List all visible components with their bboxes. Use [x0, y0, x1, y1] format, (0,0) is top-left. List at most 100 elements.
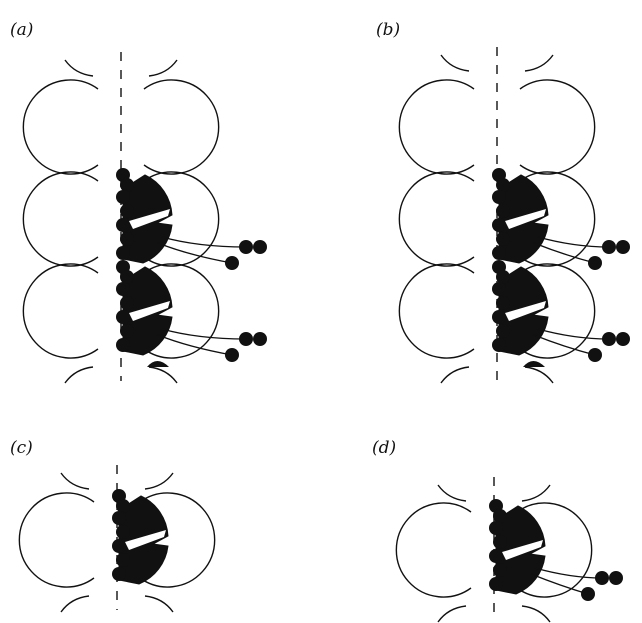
right-subunit-outline [143, 171, 220, 267]
density-cleft [129, 209, 170, 229]
panel-d-label: (d) [372, 438, 397, 458]
bead [116, 338, 130, 352]
panel-d [395, 477, 623, 623]
top-right-hook [524, 54, 554, 72]
fragment-bead [581, 587, 595, 601]
bead [492, 282, 506, 296]
fragment-bead [239, 332, 253, 346]
left-subunit-outline [22, 171, 99, 267]
bottom-left-hook [440, 366, 470, 384]
right-subunit-outline [143, 79, 220, 175]
bead [496, 324, 510, 338]
bead [493, 535, 507, 549]
fragment-bead [239, 240, 253, 254]
fragment-bead [609, 571, 623, 585]
top-left-hook [440, 54, 470, 72]
left-subunit-outline [398, 79, 475, 175]
density-cleft [502, 540, 543, 560]
bead [492, 310, 506, 324]
bead [496, 296, 510, 310]
right-subunit-outline [516, 502, 593, 598]
fragment-bead [595, 571, 609, 585]
density-cleft [505, 209, 546, 229]
panel-c [18, 465, 216, 613]
bottom-right-hook [521, 605, 551, 623]
panel-b-label: (b) [376, 20, 401, 40]
bead [489, 521, 503, 535]
bead [120, 270, 134, 284]
bead [496, 204, 510, 218]
bottom-right-hook [148, 366, 178, 384]
tether [534, 567, 603, 579]
bead [120, 204, 134, 218]
fragment-bead [588, 256, 602, 270]
fragment-bead [225, 348, 239, 362]
bead [116, 190, 130, 204]
bead [496, 232, 510, 246]
fragment-bead [225, 256, 239, 270]
right-subunit-outline [519, 263, 596, 359]
top-right-hook [144, 472, 174, 490]
bead [112, 539, 126, 553]
tether [161, 236, 247, 248]
tether [157, 242, 233, 264]
bead [116, 246, 130, 260]
fragment-bead [602, 240, 616, 254]
bead [120, 324, 134, 338]
panel-a-label: (a) [10, 20, 34, 40]
top-left-hook [437, 484, 467, 502]
terminal-wedge [523, 361, 545, 367]
bead [493, 563, 507, 577]
fragment-bead [616, 332, 630, 346]
bead [120, 178, 134, 192]
top-right-hook [521, 484, 551, 502]
bead [492, 218, 506, 232]
density-cleft [125, 530, 166, 550]
tether [537, 328, 610, 340]
bottom-left-hook [437, 605, 467, 623]
bead [116, 525, 130, 539]
density-cleft [505, 301, 546, 321]
bead [116, 553, 130, 567]
terminal-wedge [147, 361, 169, 367]
top-right-hook [148, 59, 178, 77]
left-subunit-outline [22, 79, 99, 175]
bead [112, 567, 126, 581]
left-subunit-outline [398, 171, 475, 267]
bead [496, 178, 510, 192]
density-cleft [129, 301, 170, 321]
fragment-bead [602, 332, 616, 346]
right-subunit-outline [519, 171, 596, 267]
tether [161, 328, 247, 340]
top-left-hook [64, 59, 94, 77]
right-subunit-outline [139, 492, 216, 588]
fragment-bead [253, 240, 267, 254]
bottom-right-hook [524, 366, 554, 384]
bead [120, 296, 134, 310]
bead [120, 232, 134, 246]
bead [116, 218, 130, 232]
bead [492, 246, 506, 260]
bead [493, 509, 507, 523]
panel-c-label: (c) [10, 438, 33, 458]
bead [116, 282, 130, 296]
bead [116, 310, 130, 324]
fragment-bead [588, 348, 602, 362]
tether [537, 236, 610, 248]
bead [112, 511, 126, 525]
tether [157, 334, 233, 356]
bead [492, 338, 506, 352]
left-subunit-outline [395, 502, 472, 598]
bead [489, 577, 503, 591]
bottom-right-hook [144, 595, 174, 613]
bead [489, 549, 503, 563]
bead [116, 499, 130, 513]
right-subunit-outline [519, 79, 596, 175]
fragment-bead [616, 240, 630, 254]
left-subunit-outline [398, 263, 475, 359]
bead [492, 190, 506, 204]
left-subunit-outline [22, 263, 99, 359]
panel-a [22, 52, 267, 384]
top-left-hook [60, 472, 90, 490]
